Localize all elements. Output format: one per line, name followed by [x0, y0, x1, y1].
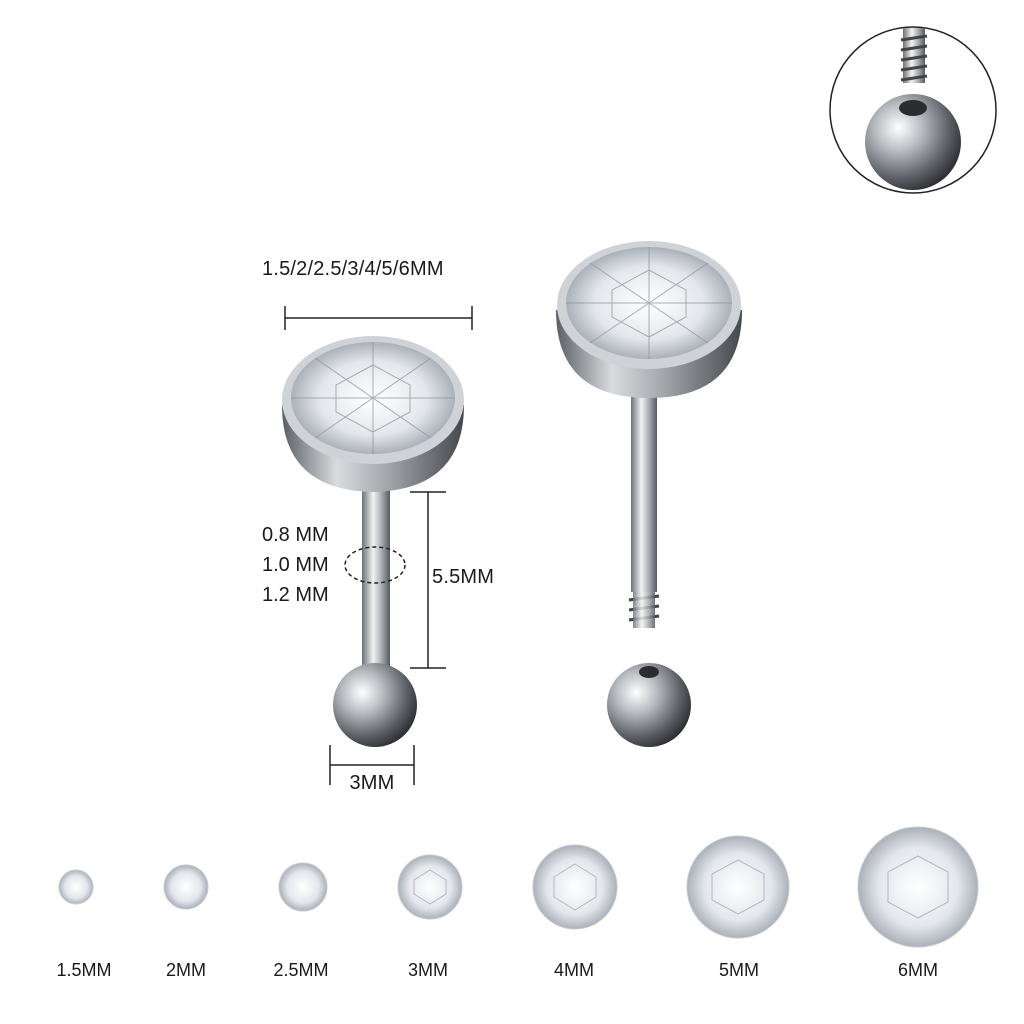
gauge-1-2: 1.2 MM [262, 584, 329, 606]
size-caption-5: 5MM [719, 960, 759, 980]
earring-assembled [282, 336, 464, 747]
stone-2-5mm-icon [278, 862, 328, 912]
stone-4mm-icon [532, 844, 618, 930]
size-caption-3: 3MM [408, 960, 448, 980]
gauge-1-0: 1.0 MM [262, 554, 329, 576]
stone-6mm-icon [857, 826, 979, 948]
size-caption-4: 4MM [554, 960, 594, 980]
head-width-label: 1.5/2/2.5/3/4/5/6MM [262, 258, 444, 280]
bar-length-label: 5.5MM [432, 566, 495, 588]
ball-size-label: 3MM [349, 772, 395, 794]
gauge-0-8: 0.8 MM [262, 524, 329, 546]
gauge-options: 0.8 MM 1.0 MM 1.2 MM [262, 520, 329, 610]
size-caption-2: 2MM [166, 960, 206, 980]
stone-size-row [58, 826, 979, 948]
thread-icon [900, 28, 928, 83]
inset-ball-icon [865, 94, 961, 190]
stone-5mm-icon [686, 835, 790, 939]
size-caption-2-5: 2.5MM [273, 960, 329, 980]
stone-3mm-icon [397, 854, 463, 920]
size-caption-1-5: 1.5MM [56, 960, 112, 980]
earring-disassembled [556, 241, 742, 747]
stone-1-5mm-icon [58, 869, 94, 905]
size-caption-6: 6MM [898, 960, 938, 980]
dimension-lines [284, 306, 473, 785]
inset-detail [829, 26, 997, 194]
stone-2mm-icon [163, 864, 209, 910]
